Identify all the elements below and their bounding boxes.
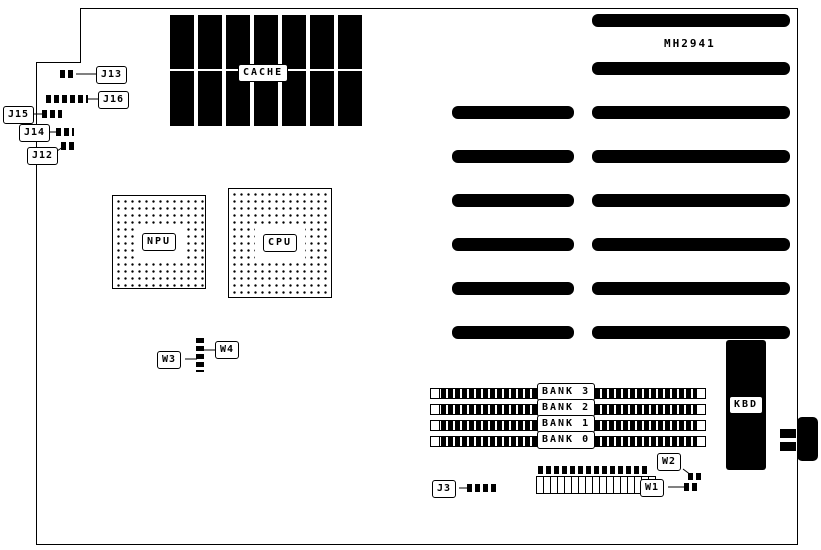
simm-clip — [430, 404, 440, 415]
w2-jumper-pins — [688, 473, 702, 480]
j12-connector-icon — [61, 142, 77, 150]
j12-label: J12 — [27, 147, 59, 165]
simm-clip — [696, 420, 706, 431]
npu-label: NPU — [141, 233, 177, 251]
j16-connector-icon — [46, 95, 88, 103]
j14-connector-icon — [56, 128, 74, 136]
bottom-edge-connector — [536, 476, 656, 494]
j13-connector-icon — [60, 70, 76, 78]
w4-label: W4 — [215, 341, 240, 359]
expansion-slot — [452, 150, 574, 163]
expansion-slot — [452, 326, 574, 339]
board-id-text: MH2941 — [664, 37, 716, 50]
cpu-socket-center: CPU — [254, 225, 306, 261]
simm-clip — [430, 388, 440, 399]
w2-label: W2 — [657, 453, 682, 471]
expansion-slot — [592, 238, 790, 251]
expansion-slot — [592, 14, 790, 27]
cache-chip-row — [170, 15, 362, 69]
expansion-slot — [592, 150, 790, 163]
keyboard-port-outer — [797, 417, 818, 461]
kbd-controller-block: KBD — [726, 340, 766, 470]
w3-label: W3 — [157, 351, 182, 369]
expansion-slot — [452, 106, 574, 119]
j14-label: J14 — [19, 124, 51, 142]
kbd-label: KBD — [728, 396, 764, 414]
expansion-slot — [592, 282, 790, 295]
simm-clip — [430, 436, 440, 447]
bank0-label: BANK 0 — [537, 431, 596, 449]
w3-w4-jumper-pins — [196, 338, 204, 372]
j3-connector-icon — [467, 484, 499, 492]
w1-jumper-pins — [684, 483, 698, 491]
board-outline — [36, 8, 798, 545]
cpu-socket: CPU — [228, 188, 332, 298]
j16-label: J16 — [98, 91, 130, 109]
expansion-slot — [592, 106, 790, 119]
bottom-pin-header — [538, 466, 650, 474]
expansion-slot — [452, 238, 574, 251]
simm-clip — [696, 436, 706, 447]
w1-label: W1 — [640, 479, 665, 497]
expansion-slot — [592, 326, 790, 339]
expansion-slot — [592, 62, 790, 75]
simm-clip — [696, 388, 706, 399]
expansion-slot — [592, 194, 790, 207]
npu-socket: NPU — [112, 195, 206, 289]
simm-clip — [696, 404, 706, 415]
expansion-slot — [452, 194, 574, 207]
simm-clip — [430, 420, 440, 431]
j15-label: J15 — [3, 106, 35, 124]
keyboard-port-pin — [780, 429, 796, 438]
j15-connector-icon — [42, 110, 62, 118]
npu-socket-center: NPU — [133, 224, 185, 260]
cpu-label: CPU — [262, 234, 298, 252]
j3-label: J3 — [432, 480, 457, 498]
keyboard-port-pin — [780, 442, 796, 451]
j13-label: J13 — [96, 66, 128, 84]
cache-label: CACHE — [238, 64, 289, 82]
expansion-slot — [452, 282, 574, 295]
